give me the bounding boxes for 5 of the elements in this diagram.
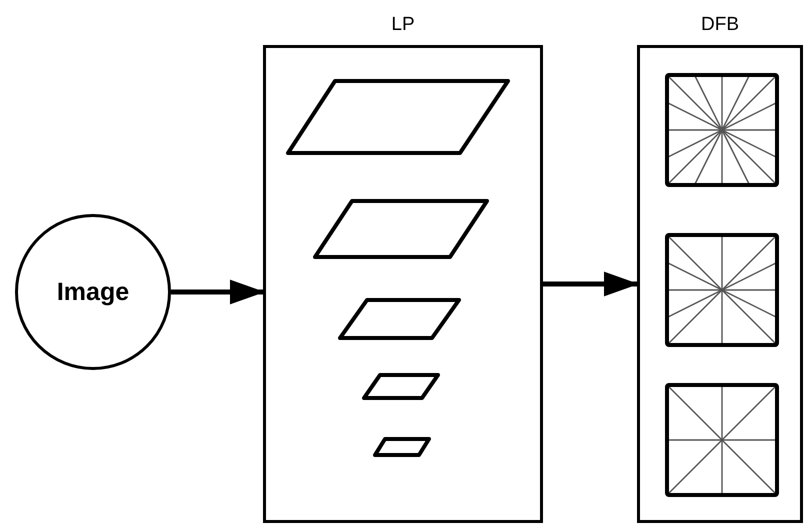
arrow: [543, 272, 638, 296]
node-label: Image: [56, 278, 130, 306]
panel-heading: DFB: [700, 14, 740, 36]
arrow: [171, 280, 264, 304]
panel-heading: LP: [390, 14, 416, 36]
